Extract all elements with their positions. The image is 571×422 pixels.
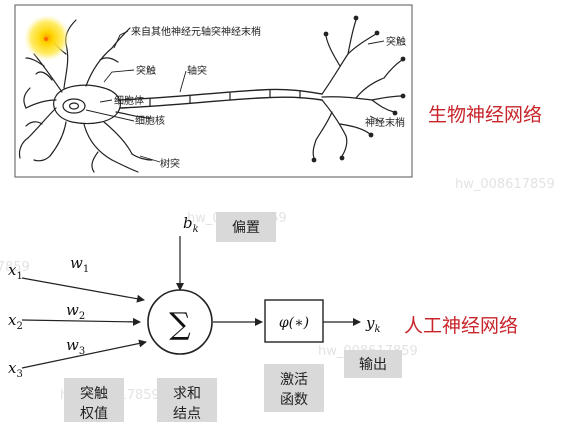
annotation-boxes: 偏置 突触 权值 求和 结点 激活 函数 输出 [64,212,402,422]
label-axon: 轴突 [187,64,207,77]
title-biological-neural-network: 生物神经网络 [428,104,542,126]
label-nucleus: 细胞核 [135,114,165,127]
activation-box-line2: 函数 [280,392,308,408]
activation-box [264,299,324,343]
bias-bk: bk [183,214,199,235]
label-pointers [85,30,385,163]
output-box: 输出 [344,350,402,378]
terminal-knobs [311,15,406,163]
sum-box-line1: 求和 [173,386,201,402]
weight-w1: w1 [70,254,89,275]
label-synapse-left: 突触 [136,64,156,77]
weights-box: 突触 权值 [64,378,124,422]
input-x1: x1 [8,261,23,282]
cursor-dot [44,37,48,41]
weight-w3: w3 [66,336,85,357]
activation-func-box: 激活 函数 [264,364,324,412]
summation-node [147,289,213,355]
weights-box-line1: 突触 [80,386,108,402]
input-x2: x2 [8,311,23,332]
sum-box: 求和 结点 [157,378,217,422]
sum-box-line2: 结点 [173,406,201,422]
sigma-icon: ∑ [169,307,191,342]
label-axon-terminals-from-other: 来自其他神经元轴突神经末梢 [131,25,261,38]
biological-neuron-panel: 来自其他神经元轴突神经末梢 突触 轴突 细胞体 细胞核 树突 突触 神经末梢 [14,4,413,178]
artificial-neuron: x1 x2 x3 w1 w2 w3 bk ∑ φ(∗) yk [8,214,381,380]
bias-box-label: 偏置 [232,220,260,236]
weight-w2: w2 [66,301,85,322]
output-box-label: 输出 [359,357,387,373]
label-cell-body: 细胞体 [114,94,144,107]
watermark-text: hw_008617859 [455,177,555,192]
weights-box-line2: 权值 [80,406,108,422]
bias-box: 偏置 [216,212,276,242]
activation-box-line1: 激活 [280,371,308,388]
input-arrow-2 [21,317,141,326]
label-synapse-right: 突触 [386,35,406,48]
output-yk: yk [365,314,381,335]
input-arrow-3 [21,339,147,369]
label-dendrite: 树突 [160,157,180,170]
title-artificial-neural-network: 人工神经网络 [404,315,518,337]
input-x3: x3 [8,359,23,380]
activation-function-label: φ(∗) [279,315,309,331]
label-nerve-endings: 神经末梢 [365,116,405,129]
input-arrow-1 [21,277,145,303]
watermark-text: hw_008617859 [0,260,30,275]
